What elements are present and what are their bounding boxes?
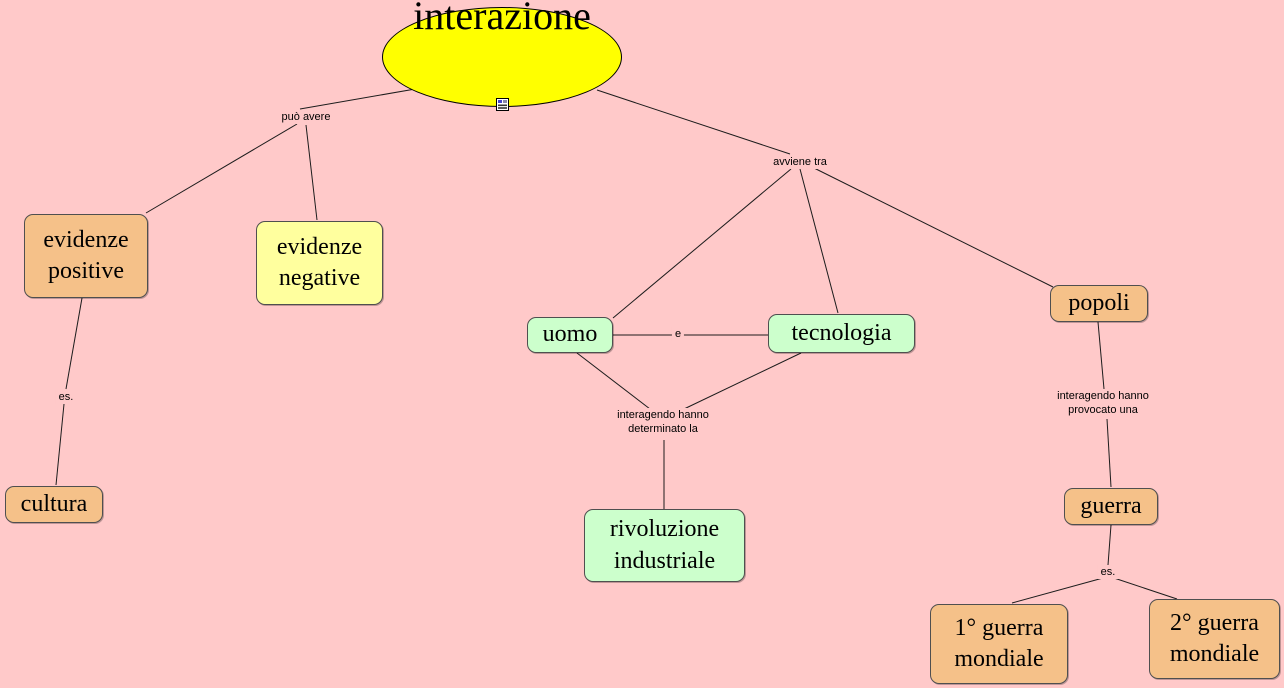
- concept-interazione-label: interazione: [413, 0, 591, 38]
- concept-guerra[interactable]: guerra: [1064, 488, 1158, 525]
- concept-tecnologia[interactable]: tecnologia: [768, 314, 915, 353]
- concept-prima-guerra-mondiale[interactable]: 1° guerra mondiale: [930, 604, 1068, 684]
- connector-puoavere-evidenzenegative: [305, 124, 318, 221]
- concept-seconda-guerra-mondiale[interactable]: 2° guerra mondiale: [1149, 599, 1280, 679]
- connector-tecnologia-interagendo: [683, 352, 802, 410]
- linking-phrase-es-guerre[interactable]: es.: [1097, 565, 1119, 579]
- linking-phrase-avviene-tra[interactable]: avviene tra: [770, 155, 830, 169]
- connector-avvienetra-uomo: [612, 168, 792, 319]
- resource-link-icon[interactable]: [495, 35, 509, 119]
- connector-interazione-puoavere: [299, 87, 422, 110]
- concept-evidenze-negative[interactable]: evidenze negative: [256, 221, 383, 305]
- concept-interazione[interactable]: interazione: [382, 0, 622, 111]
- connector-es-cultura: [55, 403, 65, 486]
- concept-cultura[interactable]: cultura: [5, 486, 103, 523]
- connector-popoli-interagendoprovocato: [1097, 321, 1105, 390]
- connector-uomo-interagendo: [576, 352, 651, 410]
- connector-evidenzepositive-es: [65, 297, 83, 390]
- linking-phrase-e[interactable]: e: [671, 327, 685, 341]
- linking-phrase-puo-avere[interactable]: può avere: [278, 110, 334, 124]
- linking-phrase-es-cultura[interactable]: es.: [55, 390, 77, 404]
- concept-evidenze-positive[interactable]: evidenze positive: [24, 214, 148, 298]
- connector-interazione-avvienetra: [596, 89, 791, 155]
- connector-puoavere-evidenzepositive: [145, 123, 298, 214]
- connector-avvienetra-popoli: [811, 166, 1054, 288]
- concept-uomo[interactable]: uomo: [527, 317, 613, 353]
- connector-es-primaguerra: [1011, 577, 1104, 604]
- connector-interagendoprovocato-guerra: [1106, 418, 1112, 488]
- linking-phrase-interagendo-determinato[interactable]: interagendo hanno determinato la: [614, 408, 712, 436]
- connector-es-secondaguerra: [1113, 577, 1178, 600]
- concept-popoli[interactable]: popoli: [1050, 285, 1148, 322]
- linking-phrase-interagendo-provocato[interactable]: interagendo hanno provocato una: [1054, 389, 1152, 417]
- connector-avvienetra-tecnologia: [799, 168, 839, 314]
- connector-guerra-es: [1107, 524, 1112, 566]
- concept-rivoluzione-industriale[interactable]: rivoluzione industriale: [584, 509, 745, 582]
